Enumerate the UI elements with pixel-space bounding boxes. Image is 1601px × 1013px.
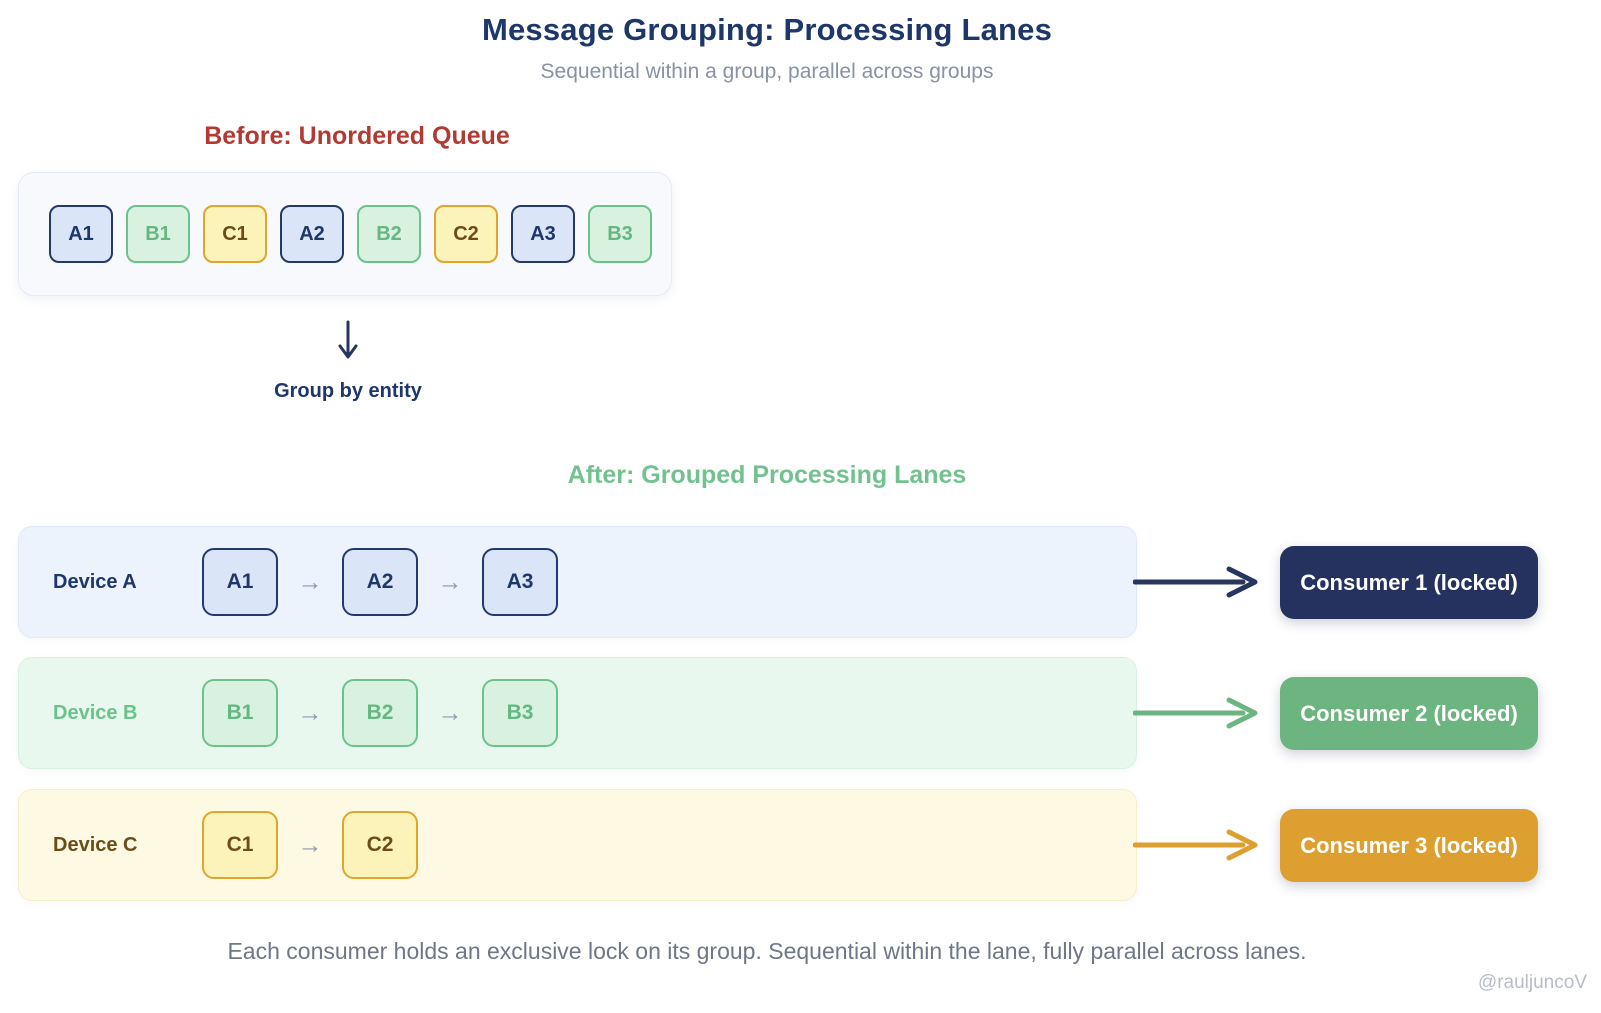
- watermark: @rauljuncoV: [1477, 972, 1587, 993]
- lane-device-b: Device B B1 → B2 → B3: [18, 657, 1137, 769]
- page-title: Message Grouping: Processing Lanes: [481, 12, 1053, 47]
- queue-message-box: A1: [49, 205, 113, 263]
- sequence-arrow-icon: →: [297, 698, 323, 727]
- sequence-arrow-icon: →: [437, 698, 463, 727]
- footer-caption: Each consumer holds an exclusive lock on…: [227, 938, 1307, 964]
- consumer-box: Consumer 1 (locked): [1280, 546, 1538, 619]
- lane-label: Device A: [53, 570, 137, 593]
- lane-message-box: C1: [202, 811, 278, 879]
- page-subtitle: Sequential within a group, parallel acro…: [540, 60, 994, 83]
- sequence-arrow-icon: →: [297, 830, 323, 859]
- queue-message-box: C1: [203, 205, 267, 263]
- queue-message-box: B3: [588, 205, 652, 263]
- lane-message-box: A2: [342, 548, 418, 616]
- lane-messages: A1 → A2 → A3: [202, 548, 558, 616]
- queue-message-box: A3: [511, 205, 575, 263]
- lane-device-c: Device C C1 → C2: [18, 789, 1137, 901]
- lane-message-box: B2: [342, 679, 418, 747]
- consumer-box: Consumer 2 (locked): [1280, 677, 1538, 750]
- sequence-arrow-icon: →: [437, 567, 463, 596]
- consumer-box: Consumer 3 (locked): [1280, 809, 1538, 882]
- queue-message-box: B1: [126, 205, 190, 263]
- lane-message-box: C2: [342, 811, 418, 879]
- lane-message-box: A1: [202, 548, 278, 616]
- queue-message-box: A2: [280, 205, 344, 263]
- sequence-arrow-icon: →: [297, 567, 323, 596]
- lane-label: Device B: [53, 701, 138, 724]
- lane-message-box: B1: [202, 679, 278, 747]
- before-section-heading: Before: Unordered Queue: [204, 122, 510, 150]
- queue-message-box: C2: [434, 205, 498, 263]
- lane-to-consumer-arrow-icon: [1132, 695, 1263, 736]
- lane-message-box: B3: [482, 679, 558, 747]
- after-section-heading: After: Grouped Processing Lanes: [567, 461, 967, 489]
- lane-device-a: Device A A1 → A2 → A3: [18, 526, 1137, 638]
- lane-messages: B1 → B2 → B3: [202, 679, 558, 747]
- lane-messages: C1 → C2: [202, 811, 418, 879]
- group-by-entity-label: Group by entity: [274, 380, 422, 402]
- lane-label: Device C: [53, 833, 138, 856]
- queue-message-box: B2: [357, 205, 421, 263]
- down-arrow-icon: [338, 320, 358, 367]
- lane-to-consumer-arrow-icon: [1132, 564, 1263, 605]
- lane-message-box: A3: [482, 548, 558, 616]
- lane-to-consumer-arrow-icon: [1132, 827, 1263, 868]
